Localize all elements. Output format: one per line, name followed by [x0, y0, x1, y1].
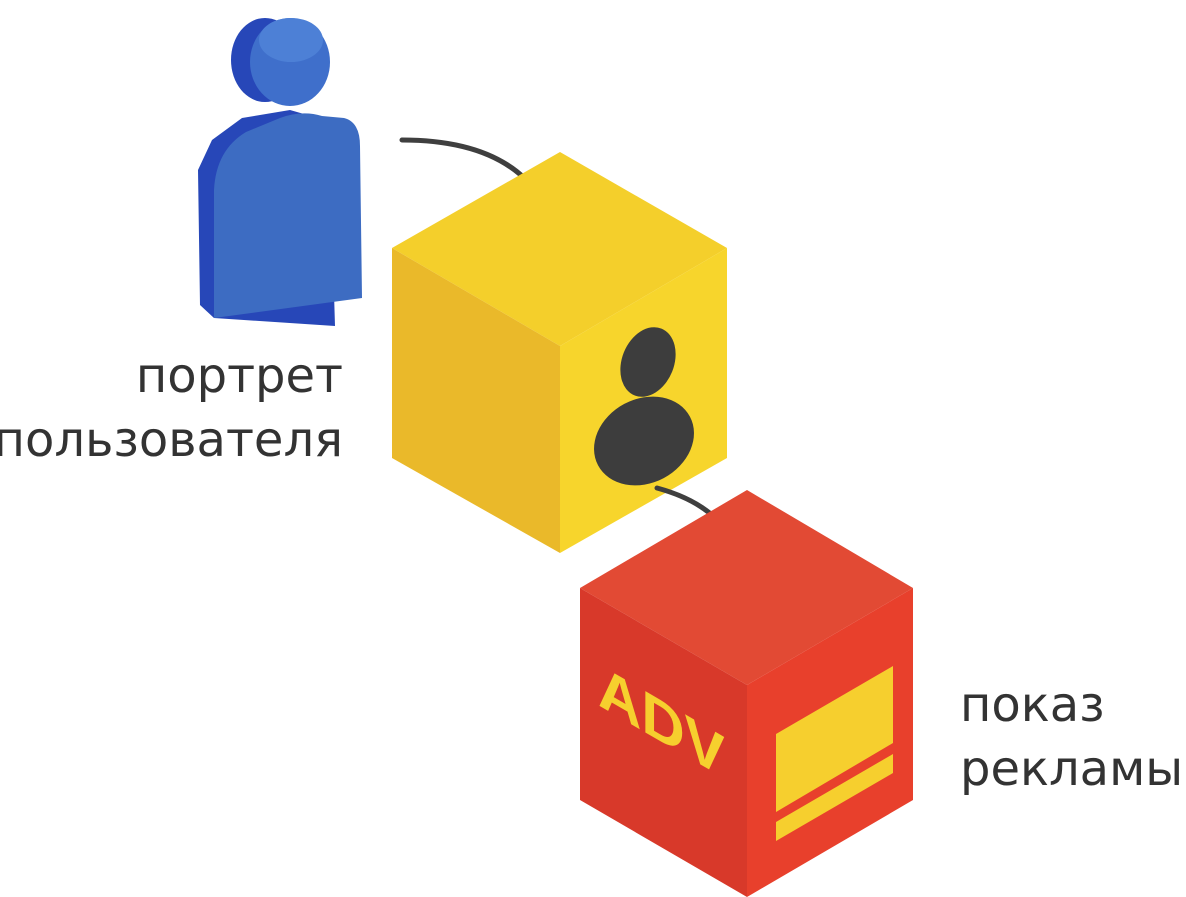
ad-display-label-line-1: показ — [960, 677, 1105, 733]
ad-cube-left — [580, 588, 747, 897]
ad-display-label: показ рекламы — [960, 673, 1183, 801]
profile-cube-top — [392, 152, 727, 346]
ad-banner-image — [776, 666, 893, 812]
person-figure-icon — [198, 18, 362, 326]
profile-cube — [392, 152, 727, 553]
person-body-front — [214, 113, 362, 318]
ad-display-label-line-2: рекламы — [960, 741, 1184, 797]
ad-banner-icon — [776, 666, 893, 841]
profile-cube-left — [392, 248, 560, 553]
user-portrait-label-line-1: портрет — [135, 348, 343, 404]
user-portrait-label-line-2: пользователя — [0, 412, 343, 468]
ad-banner-caption-line — [776, 754, 893, 841]
user-glyph-icon — [594, 327, 694, 486]
person-head-top — [259, 18, 323, 62]
ad-cube: ADV — [580, 490, 913, 897]
ad-cube-top — [580, 490, 913, 685]
user-portrait-label: портрет пользователя — [0, 344, 343, 472]
